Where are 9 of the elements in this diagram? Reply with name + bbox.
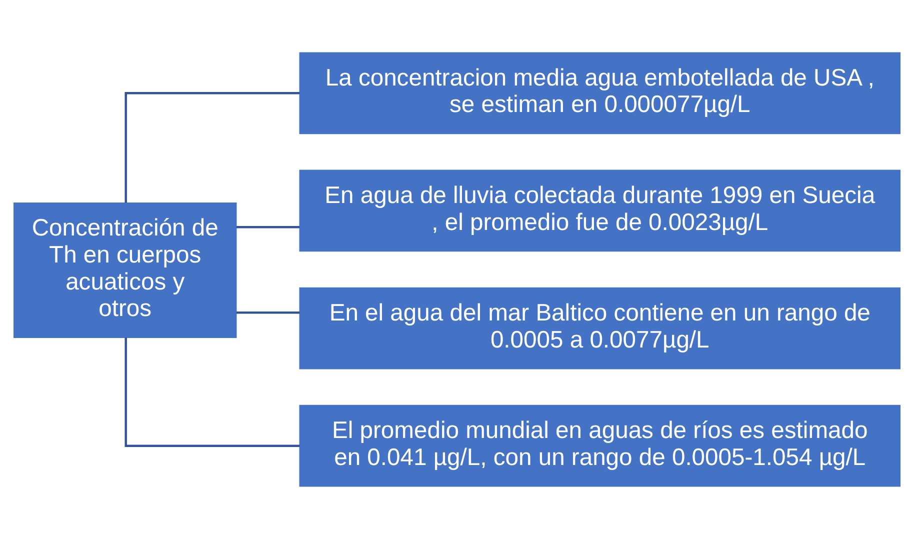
node-box: Concentración de Th en cuerpos acuaticos y otros — [13, 202, 237, 338]
connector — [124, 92, 300, 203]
connector — [236, 226, 300, 228]
node-box: En el agua del mar Baltico contiene en un rango de 0.0005 a 0.0077µg/L — [299, 287, 901, 370]
node-box: En agua de lluvia colectada durante 1999 en Suecia , el promedio fue de 0.0023µg/L — [299, 170, 901, 252]
node-box: La concentracion media agua embotellada de USA , se estiman en 0.000077µg/L — [299, 52, 901, 134]
connector — [236, 312, 300, 314]
connector — [124, 338, 300, 447]
node-box: El promedio mundial en aguas de ríos es estimado en 0.041 µg/L, con un rango de 0.0005-1.054 µg/L — [299, 404, 901, 487]
